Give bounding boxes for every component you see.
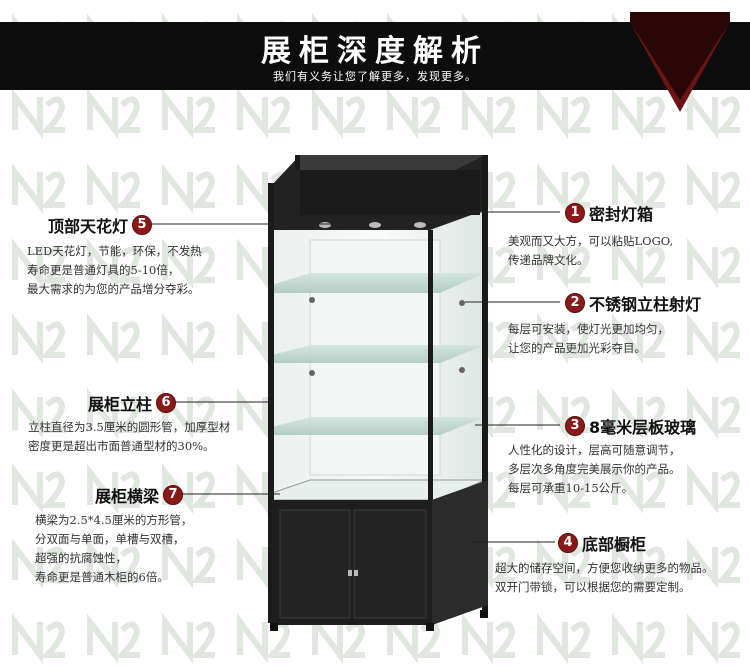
description-line: 双开门带锁，可以根据您的需要定制。 [495,580,691,594]
description-line: 立柱直径为3.5厘米的圆形管，加厚型材 [28,420,231,434]
feature-6-heading: 展柜立柱 6 [88,391,177,415]
description-line: 超大的储存空间，方便您收纳更多的物品。 [495,561,714,575]
number-badge: 5 [132,215,153,235]
description-line: 寿命更是普通木柜的6倍。 [35,570,169,584]
feature-4-description: 超大的储存空间，方便您收纳更多的物品。 双开门带锁，可以根据您的需要定制。 [495,559,714,597]
feature-1-heading: 1 密封灯箱 [565,201,653,225]
number-badge: 2 [565,293,585,313]
description-line: LED天花灯，节能，环保，不发热 [27,244,202,258]
page-title: 展柜深度解析 [261,34,489,69]
display-cabinet-illustration [268,155,488,631]
description-line: 让您的产品更加光彩夺目。 [508,341,646,355]
description-line: 每层可安装，使灯光更加均匀， [508,322,669,336]
feature-3-description: 人性化的设计，层高可随意调节， 多层次多角度完美展示你的产品。 每层可承重10-… [508,441,681,498]
feature-1-description: 美观而又大方，可以粘贴LOGO, 传递品牌文化。 [508,232,673,270]
feature-title: 8毫米层板玻璃 [589,418,697,437]
feature-title: 底部橱柜 [582,535,647,554]
description-line: 人性化的设计，层高可随意调节， [508,443,681,457]
number-badge: 6 [156,393,177,413]
description-line: 分双面与单面，单槽与双槽， [35,532,185,546]
feature-5-heading: 顶部天花灯 5 [48,213,153,237]
feature-title: 展柜立柱 [88,395,153,414]
feature-6-description: 立柱直径为3.5厘米的圆形管，加厚型材 密度更是超出市面普通型材的30%。 [28,418,230,456]
description-line: 最大需求的为您的产品增分夺彩。 [27,282,200,296]
feature-4-heading: 4 底部橱柜 [558,531,646,555]
number-badge: 1 [565,203,585,223]
number-badge: 7 [163,485,184,505]
feature-7-description: 横梁为2.5*4.5厘米的方形管， 分双面与单面，单槽与双槽， 超强的抗腐蚀性，… [35,511,192,587]
description-line: 每层可承重10-15公斤。 [508,481,634,495]
page-subtitle: 我们有义务让您了解更多，发现更多。 [273,70,477,83]
description-line: 寿命更是普通灯具的5-10倍， [27,263,180,277]
description-line: 美观而又大方，可以粘贴LOGO, [508,234,674,248]
corner-ribbon-icon [630,12,730,112]
feature-5-description: LED天花灯，节能，环保，不发热 寿命更是普通灯具的5-10倍， 最大需求的为您… [27,242,202,299]
feature-title: 顶部天花灯 [48,217,129,236]
feature-title: 密封灯箱 [589,205,654,224]
feature-3-heading: 3 8毫米层板玻璃 [565,414,696,438]
feature-2-heading: 2 不锈钢立柱射灯 [565,291,701,315]
number-badge: 3 [565,416,585,436]
description-line: 多层次多角度完美展示你的产品。 [508,462,681,476]
feature-2-description: 每层可安装，使灯光更加均匀， 让您的产品更加光彩夺目。 [508,320,669,358]
description-line: 超强的抗腐蚀性， [35,551,127,565]
feature-7-heading: 展柜横梁 7 [95,483,184,507]
description-line: 横梁为2.5*4.5厘米的方形管， [35,513,193,527]
description-line: 传递品牌文化。 [508,253,589,267]
feature-title: 不锈钢立柱射灯 [589,295,702,314]
number-badge: 4 [558,533,578,553]
feature-title: 展柜横梁 [95,487,160,506]
header-banner: 展柜深度解析 我们有义务让您了解更多，发现更多。 [0,22,750,90]
description-line: 密度更是超出市面普通型材的30%。 [28,439,215,453]
